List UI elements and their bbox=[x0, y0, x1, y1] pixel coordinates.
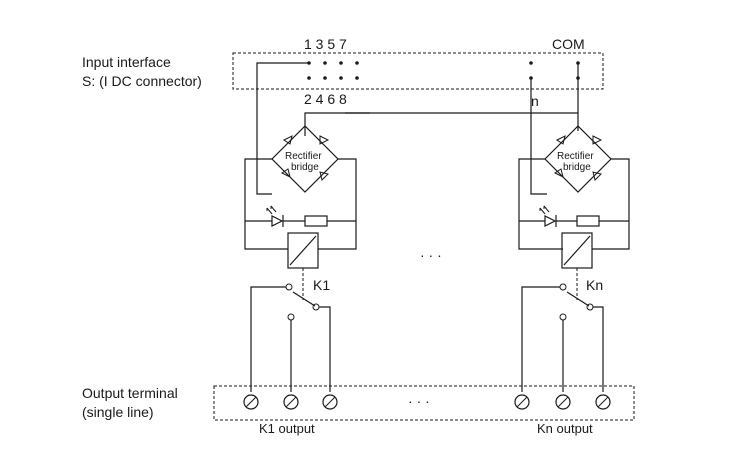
bottom-pin-numbers: 2 4 6 8 bbox=[304, 91, 347, 107]
k1-terminal-3 bbox=[322, 394, 338, 410]
k1-label: K1 bbox=[313, 277, 330, 293]
terminals-ellipsis: · · · bbox=[408, 393, 430, 409]
kn-resistor bbox=[576, 215, 600, 227]
output-single-line-label: (single line) bbox=[82, 404, 154, 420]
kn-terminal-3 bbox=[595, 394, 611, 410]
kn-rectifier-bridge bbox=[544, 125, 612, 193]
n-label: n bbox=[531, 93, 539, 109]
k1-resistor bbox=[304, 215, 328, 227]
k1-led-icon bbox=[271, 215, 284, 227]
k1-output-label: K1 output bbox=[259, 421, 315, 436]
connector-pins bbox=[307, 61, 580, 80]
kn-terminal-2 bbox=[555, 394, 571, 410]
kn-bridge-label-1: Rectifier bbox=[557, 151, 594, 162]
kn-bridge-label-2: bridge bbox=[563, 162, 591, 173]
top-pin-numbers: 1 3 5 7 bbox=[304, 36, 347, 52]
input-interface-label: Input interface bbox=[82, 54, 171, 70]
k1-bridge-label-2: bridge bbox=[291, 162, 319, 173]
com-label: COM bbox=[552, 36, 585, 52]
channels-ellipsis: · · · bbox=[420, 247, 442, 263]
k1-bridge-label-1: Rectifier bbox=[285, 151, 322, 162]
k1-terminal-1 bbox=[243, 394, 259, 410]
kn-terminal-1 bbox=[514, 394, 530, 410]
k1-rectifier-bridge bbox=[271, 125, 339, 193]
k1-terminal-2 bbox=[283, 394, 299, 410]
kn-channel: Rectifier bridge Kn bbox=[518, 125, 630, 392]
input-wiring bbox=[256, 62, 579, 195]
kn-output-label: Kn output bbox=[537, 421, 593, 436]
output-terminal-label: Output terminal bbox=[82, 385, 178, 401]
k1-channel: Rectifier bridge K1 bbox=[244, 125, 357, 392]
output-terminal-box bbox=[213, 385, 635, 421]
input-connector-label: S: (I DC connector) bbox=[82, 73, 202, 89]
kn-label: Kn bbox=[586, 277, 603, 293]
input-connector-box bbox=[232, 52, 604, 90]
terminal-screws bbox=[243, 394, 611, 410]
kn-led-icon bbox=[544, 215, 557, 227]
